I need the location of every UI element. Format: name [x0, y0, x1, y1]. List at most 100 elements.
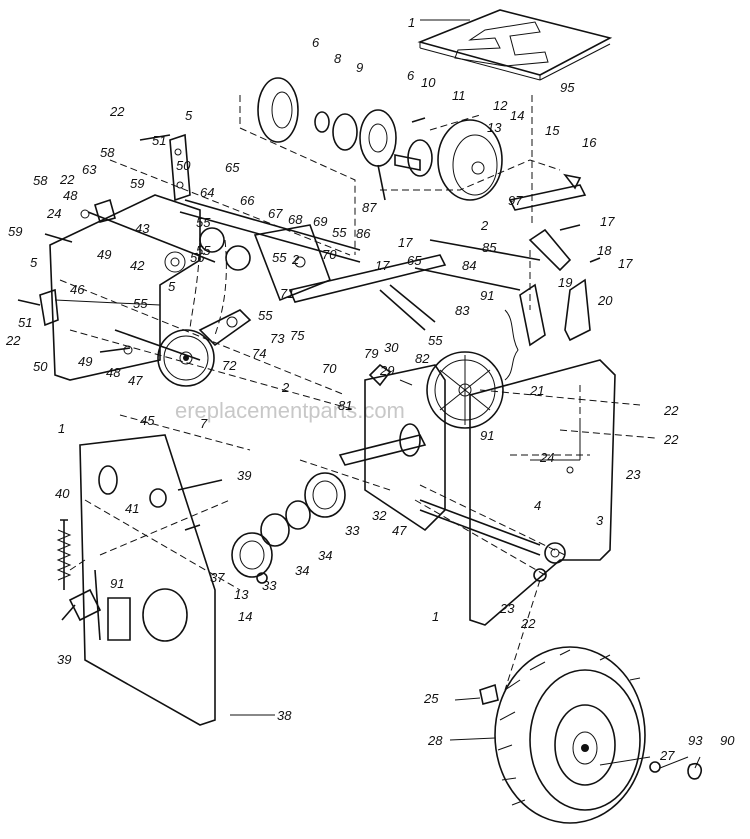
label-23: 23: [625, 467, 641, 482]
label-1c: 1: [432, 609, 439, 624]
label-50b: 50: [33, 359, 48, 374]
label-7: 7: [200, 416, 208, 431]
label-14b: 14: [238, 609, 252, 624]
label-47b: 47: [392, 523, 407, 538]
label-24b: 24: [539, 450, 554, 465]
label-65b: 65: [407, 253, 422, 268]
label-29: 29: [379, 363, 394, 378]
label-12: 12: [493, 98, 508, 113]
label-83: 83: [455, 303, 470, 318]
label-86: 86: [356, 226, 371, 241]
label-37: 37: [210, 570, 225, 585]
label-70b: 70: [322, 361, 337, 376]
bracket-69: [253, 224, 332, 302]
label-22e: 22: [663, 432, 679, 447]
label-38: 38: [277, 708, 292, 723]
label-59b: 59: [8, 224, 22, 239]
label-55b: 55: [196, 243, 211, 258]
spring-40: [56, 519, 102, 622]
label-39b: 39: [57, 652, 71, 667]
label-90: 90: [720, 733, 735, 748]
label-32: 32: [372, 508, 387, 523]
label-24: 24: [46, 206, 61, 221]
label-66: 66: [240, 193, 255, 208]
label-55f: 55: [258, 308, 273, 323]
label-25: 25: [423, 691, 439, 706]
label-91: 91: [480, 288, 494, 303]
label-22b: 22: [59, 172, 75, 187]
label-43: 43: [135, 221, 150, 236]
label-67: 67: [268, 206, 283, 221]
label-79: 79: [364, 346, 378, 361]
right-side-plate: [469, 359, 616, 626]
label-58: 58: [100, 145, 115, 160]
sprocket-45: [157, 329, 215, 387]
label-93: 93: [688, 733, 703, 748]
label-18: 18: [597, 243, 612, 258]
label-13b: 13: [234, 587, 249, 602]
drive-chain: [189, 227, 251, 336]
label-2: 2: [480, 218, 489, 233]
label-71: 71: [280, 286, 294, 301]
label-6b: 6: [407, 68, 415, 83]
label-9: 9: [356, 60, 363, 75]
label-16: 16: [582, 135, 597, 150]
left-hardware: [17, 133, 216, 353]
label-33: 33: [345, 523, 360, 538]
label-5b: 5: [30, 255, 38, 270]
label-82: 82: [415, 351, 430, 366]
label-87: 87: [362, 200, 377, 215]
label-17: 17: [600, 214, 615, 229]
label-50: 50: [176, 158, 191, 173]
label-14: 14: [510, 108, 524, 123]
label-84: 84: [462, 258, 476, 273]
right-linkage: [504, 173, 601, 381]
label-48: 48: [63, 188, 78, 203]
lower-left-plate: [79, 434, 223, 726]
label-45: 45: [140, 413, 155, 428]
watermark: ereplacementparts.com: [175, 398, 405, 423]
label-69: 69: [313, 214, 327, 229]
label-42: 42: [130, 258, 145, 273]
tension-arm: [198, 309, 252, 347]
label-65: 65: [225, 160, 240, 175]
label-75: 75: [290, 328, 305, 343]
label-3: 3: [596, 513, 604, 528]
label-6: 6: [312, 35, 320, 50]
label-30: 30: [384, 340, 399, 355]
shafts: [114, 199, 541, 361]
wheel-gears: [231, 472, 566, 584]
label-68: 68: [288, 212, 303, 227]
label-20: 20: [597, 293, 613, 308]
label-5c: 5: [168, 279, 176, 294]
label-4: 4: [534, 498, 541, 513]
label-63: 63: [82, 162, 97, 177]
label-72: 72: [222, 358, 237, 373]
label-41: 41: [125, 501, 139, 516]
label-91b: 91: [480, 428, 494, 443]
label-81: 81: [338, 398, 352, 413]
label-48b: 48: [106, 365, 121, 380]
label-34b: 34: [295, 563, 309, 578]
label-23b: 23: [499, 601, 515, 616]
label-91c: 91: [110, 576, 124, 591]
label-51b: 51: [18, 315, 32, 330]
label-19: 19: [558, 275, 572, 290]
label-55d: 55: [272, 250, 287, 265]
upper-pulleys: [257, 77, 503, 201]
label-21: 21: [529, 383, 544, 398]
label-10: 10: [421, 75, 436, 90]
label-64: 64: [200, 185, 214, 200]
axle-32: [338, 423, 541, 556]
label-58b: 58: [33, 173, 48, 188]
label-2b: 2: [291, 252, 300, 267]
label-73: 73: [270, 331, 285, 346]
label-47: 47: [128, 373, 143, 388]
tire-28: [479, 646, 702, 824]
label-5: 5: [185, 108, 193, 123]
label-55: 55: [196, 215, 211, 230]
label-13: 13: [487, 120, 502, 135]
label-1b: 1: [58, 421, 65, 436]
label-46: 46: [70, 282, 85, 297]
